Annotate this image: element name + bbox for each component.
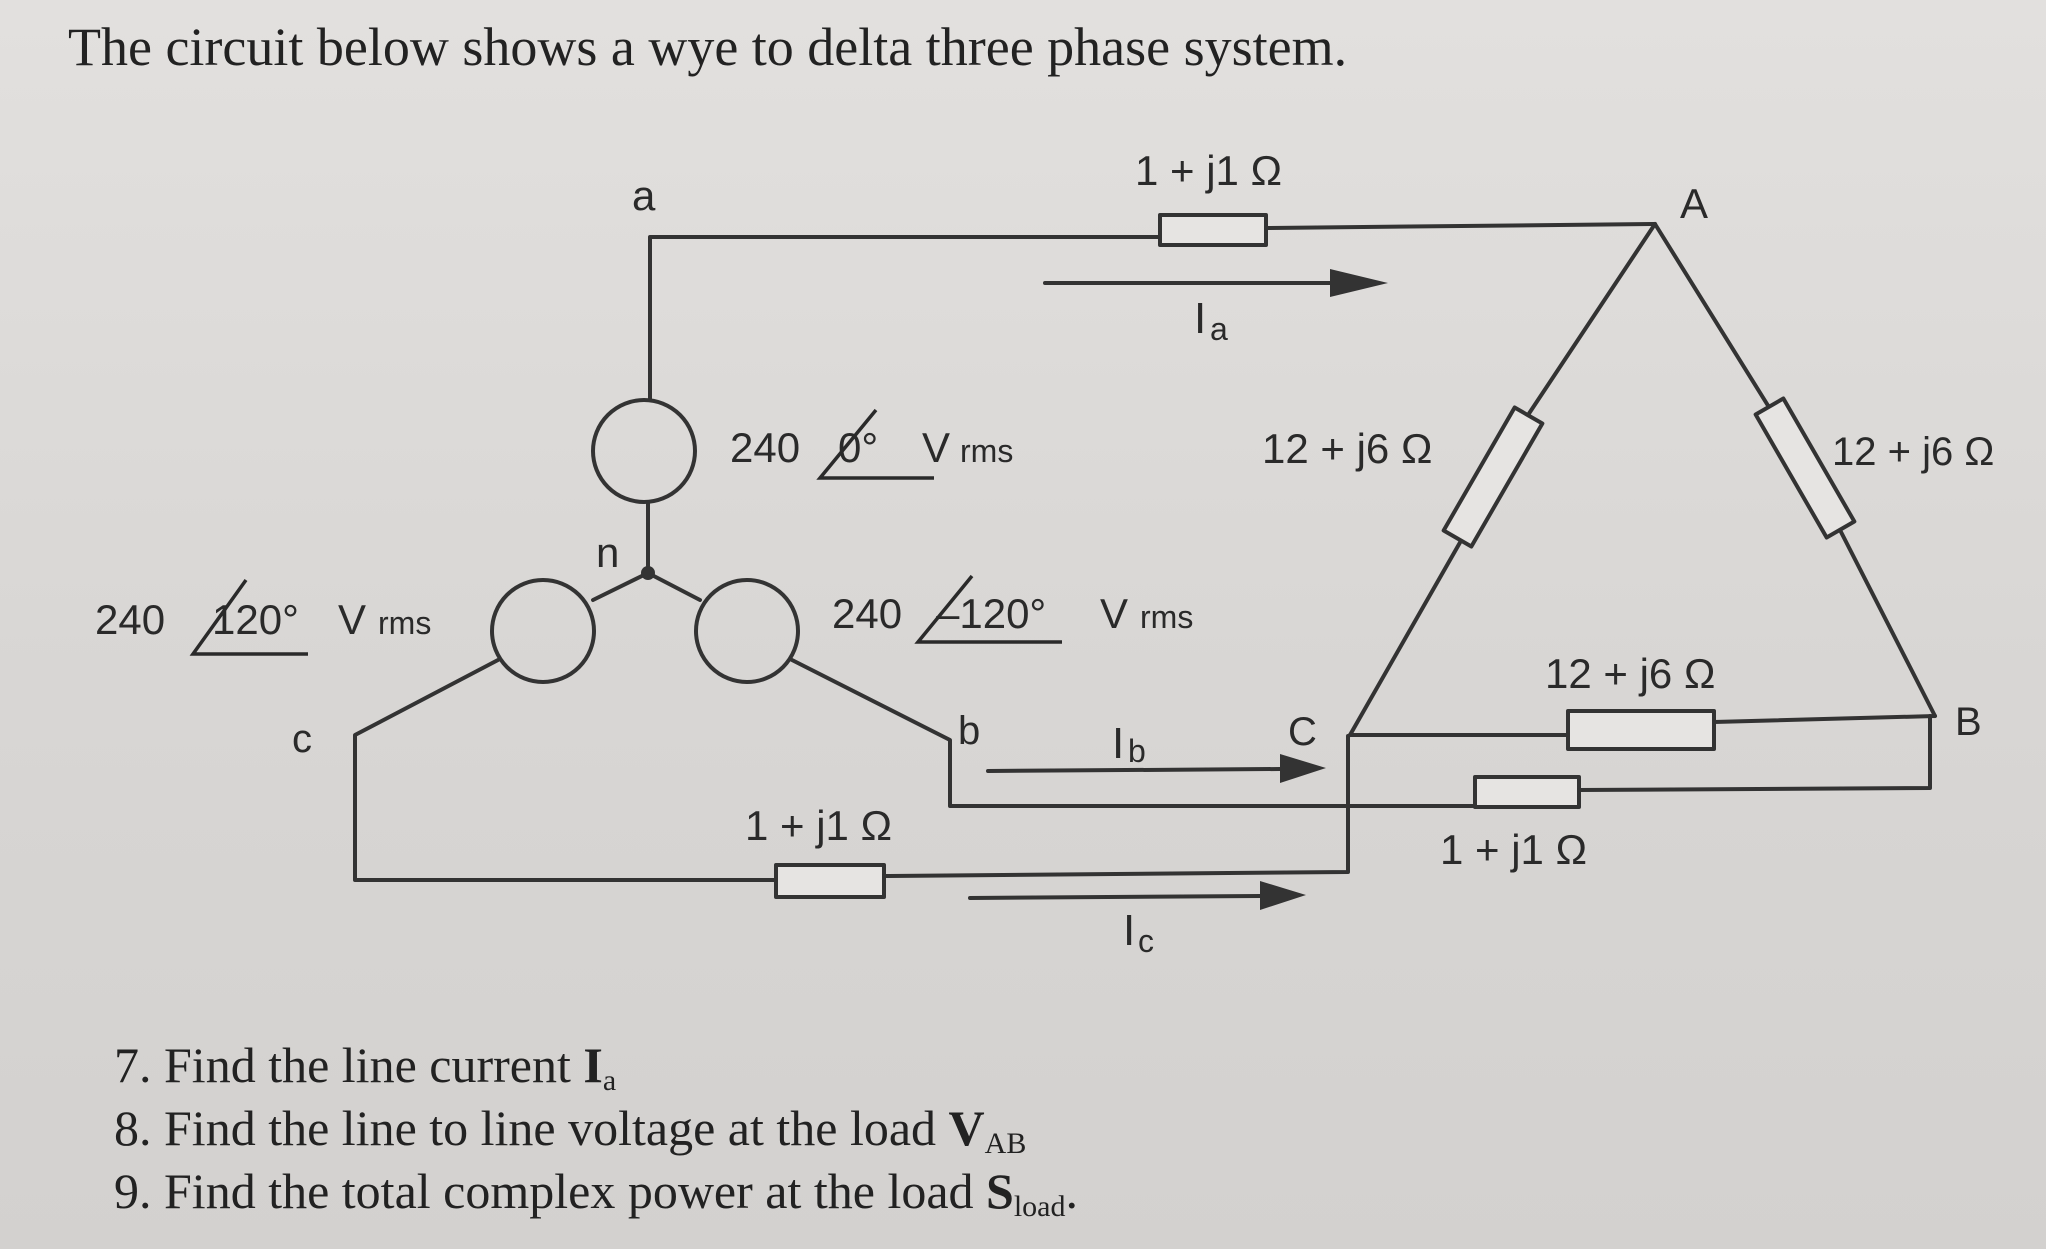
wire-line-a-to-A [1264,222,1657,230]
source-label-c: 240 120° V rms [95,578,431,656]
svg-text:I: I [1123,906,1135,955]
wire-delta-CA-lower [1348,530,1468,737]
current-label-Ia: I a [1194,294,1228,347]
svg-text:I: I [1112,719,1124,768]
line-impedance-label-b: 1 + j1 Ω [1440,826,1587,873]
svg-text:240: 240 [832,590,902,637]
current-label-Ib: I b [1112,719,1146,769]
arrow-Ia-head [1330,269,1388,297]
node-label-b: b [958,709,980,753]
problem-title: The circuit below shows a wye to delta t… [68,17,1348,77]
svg-text:I: I [1194,294,1206,343]
load-impedance-label-AB: 12 + j6 Ω [1832,430,1994,474]
node-label-n: n [596,529,619,576]
wire-n-to-source-c [591,571,650,602]
svg-text:V: V [1100,590,1128,637]
node-label-B: B [1955,700,1982,744]
wire-line-b-to-B [1577,714,1932,792]
node-label-a: a [632,172,656,219]
voltage-source-c [490,578,596,684]
source-label-b: 240 –120° V rms [832,574,1193,644]
svg-text:rms: rms [960,433,1013,469]
current-label-Ic: I c [1123,906,1154,959]
neutral-junction [641,566,655,580]
voltage-source-a [591,398,697,504]
svg-text:240: 240 [730,424,800,471]
wire-delta-AB-upper [1653,222,1774,414]
svg-text:rms: rms [378,605,431,641]
svg-text:V: V [338,596,366,643]
arrow-Ic-shaft [968,894,1262,900]
svg-text:V: V [922,424,950,471]
svg-text:b: b [1128,733,1146,769]
resistor-load-CB [1566,709,1716,751]
wire-line-b [790,658,1477,808]
wire-line-c-to-C [882,734,1350,878]
wire-line-c [353,658,778,882]
load-impedance-label-CA: 12 + j6 Ω [1262,425,1432,472]
line-impedance-label-a: 1 + j1 Ω [1135,147,1282,194]
svg-text:240: 240 [95,596,165,643]
svg-text:a: a [1210,311,1228,347]
load-impedance-label-CB: 12 + j6 Ω [1545,650,1715,697]
wire-delta-AB-lower [1838,528,1937,718]
resistor-line-a [1158,213,1268,247]
wire-n-to-source-b [646,571,702,602]
node-label-c: c [292,717,312,761]
resistor-line-b [1473,775,1581,809]
svg-text:0°: 0° [838,424,878,471]
question-7: 7. Find the line current Ia [114,1037,617,1097]
arrow-Ib-shaft [986,767,1282,773]
svg-text:rms: rms [1140,599,1193,635]
node-label-A: A [1680,180,1708,227]
source-label-a: 240 0° V rms [730,408,1013,480]
arrow-Ib-head [1280,754,1326,783]
resistor-line-c [774,863,886,899]
wire-delta-CA-upper [1526,222,1657,417]
svg-text:c: c [1138,923,1154,959]
wire-line-a [648,235,1162,402]
voltage-source-b [694,578,800,684]
question-8: 8. Find the line to line voltage at the … [114,1100,1027,1160]
svg-text:–120°: –120° [936,590,1046,637]
wire-delta-CB-right [1712,714,1937,724]
question-9: 9. Find the total complex power at the l… [114,1163,1078,1223]
arrow-Ic-head [1260,881,1306,910]
resistor-load-CA [1441,405,1545,549]
line-impedance-label-c: 1 + j1 Ω [745,802,892,849]
node-label-C: C [1288,710,1317,754]
svg-text:120°: 120° [212,596,299,643]
